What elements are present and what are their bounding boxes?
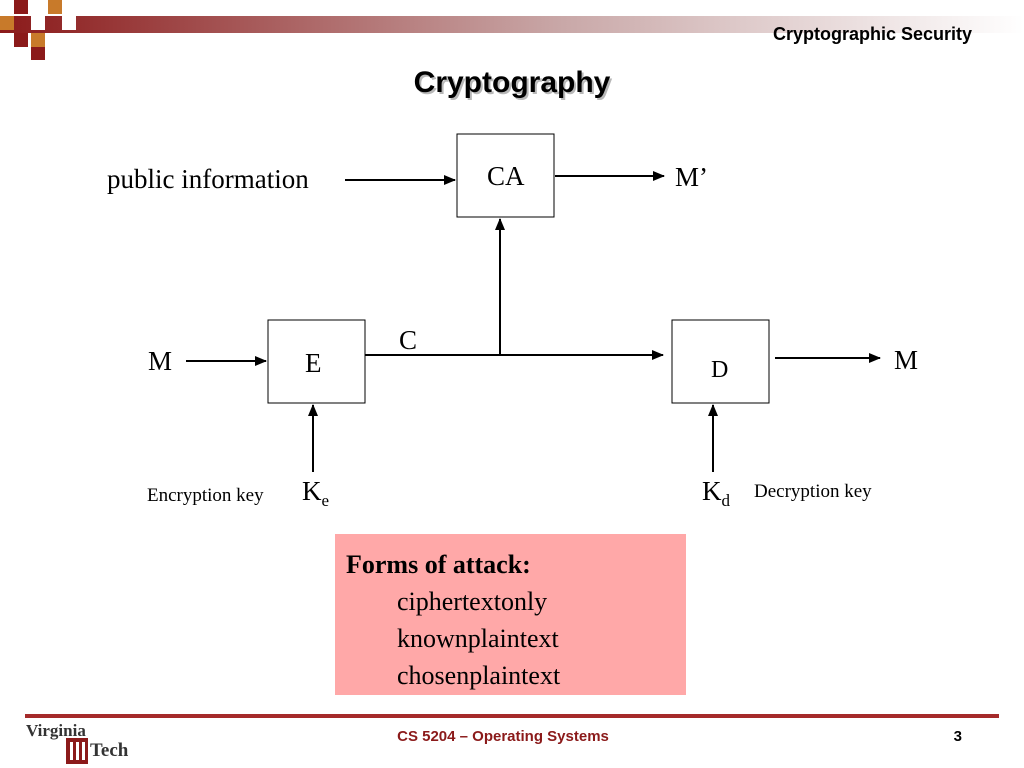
header-square — [0, 16, 14, 30]
header-title: Cryptographic Security — [772, 24, 972, 44]
header-square — [48, 0, 62, 14]
m-output-label: M — [894, 345, 919, 375]
header-square — [14, 33, 28, 47]
virginia-tech-logo: Virginia Tech — [26, 721, 129, 764]
m-input-label: M — [148, 346, 173, 376]
svg-text:Virginia: Virginia — [26, 721, 86, 740]
attack-item: chosenplaintext — [397, 661, 561, 690]
attack-box: Forms of attack: ciphertextonly knownpla… — [335, 534, 686, 695]
ca-label: CA — [487, 161, 525, 191]
decryption-key-label: Decryption key — [754, 481, 872, 502]
ke-label: Ke — [302, 476, 330, 510]
d-box — [671, 319, 770, 404]
attack-heading: Forms of attack: — [346, 550, 531, 579]
e-box — [267, 319, 366, 404]
attack-item: knownplaintext — [397, 624, 559, 653]
header-square — [14, 0, 28, 14]
header-square — [62, 16, 76, 30]
footer-divider — [25, 714, 999, 718]
footer-course: CS 5204 – Operating Systems — [397, 728, 609, 745]
attack-item: ciphertextonly — [397, 587, 548, 616]
header-square — [31, 16, 45, 30]
ca-box — [456, 133, 555, 218]
public-information-label: public information — [107, 164, 309, 194]
c-label: C — [399, 325, 418, 355]
encryption-key-label: Encryption key — [147, 485, 264, 506]
m-prime-label: M’ — [675, 162, 708, 192]
kd-label: Kd — [702, 476, 730, 510]
e-label: E — [305, 348, 322, 378]
slide-title: Cryptography — [413, 66, 611, 99]
header-square — [31, 33, 45, 47]
d-label: D — [711, 357, 729, 383]
header-decoration — [0, 0, 1024, 60]
svg-text:Tech: Tech — [90, 740, 129, 761]
header-square — [31, 47, 45, 60]
page-number: 3 — [953, 728, 962, 745]
